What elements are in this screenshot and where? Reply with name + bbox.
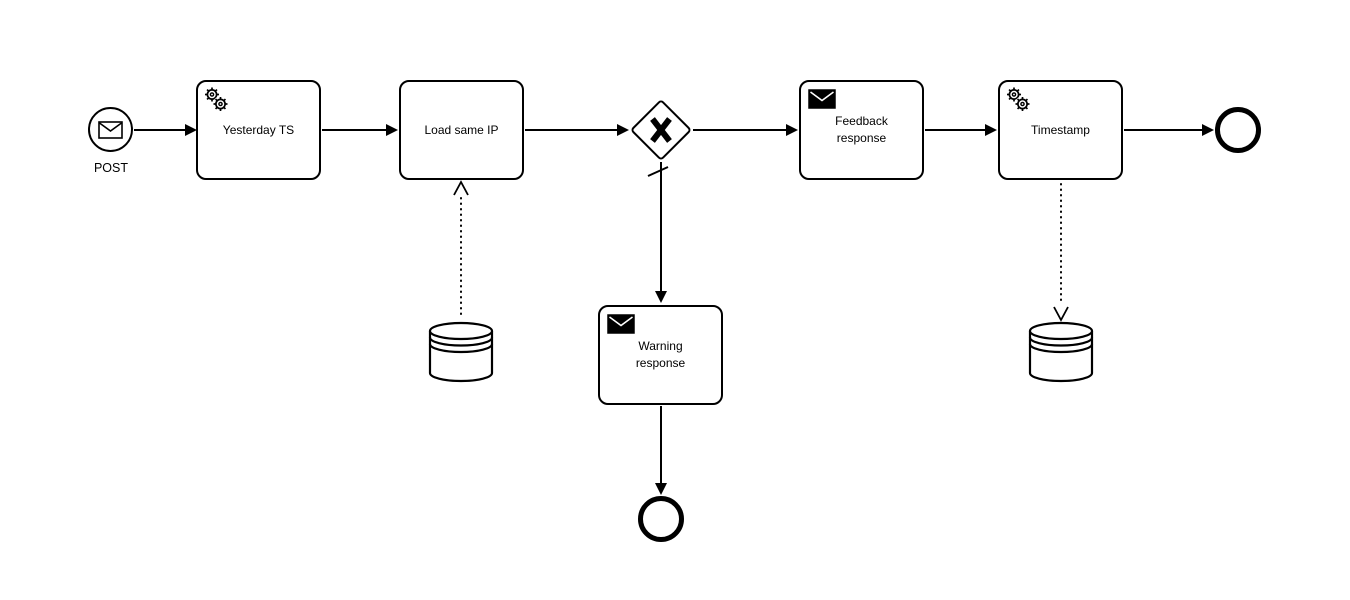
open-arrowhead-icon xyxy=(453,180,469,196)
association-timestamp-to-datastore[interactable] xyxy=(1053,183,1069,322)
flow-warning-response-to-end[interactable] xyxy=(655,406,667,495)
task-label: Yesterday TS xyxy=(222,122,295,137)
end-event-main[interactable] xyxy=(1215,107,1261,153)
task-yesterday-ts[interactable]: Yesterday TS xyxy=(196,80,321,180)
arrowhead-icon xyxy=(655,291,667,303)
start-event-label: POST xyxy=(93,161,129,175)
default-flow-slash xyxy=(647,166,669,177)
arrowhead-icon xyxy=(786,124,798,136)
send-envelope-icon xyxy=(607,314,635,334)
datastore-right[interactable] xyxy=(1028,321,1094,383)
flow-gateway-to-warning-response[interactable] xyxy=(647,162,669,303)
arrowhead-icon xyxy=(985,124,997,136)
task-load-same-ip[interactable]: Load same IP xyxy=(399,80,524,180)
task-feedback-response[interactable]: Feedback response xyxy=(799,80,924,180)
service-gears-icon xyxy=(1005,86,1032,113)
datastore-left[interactable] xyxy=(428,321,494,383)
arrowhead-icon xyxy=(655,483,667,495)
flow-gateway-to-feedback-response[interactable] xyxy=(693,124,798,136)
flow-timestamp-to-end[interactable] xyxy=(1124,124,1214,136)
open-arrowhead-icon xyxy=(1053,306,1069,322)
flow-post-to-yesterday-ts[interactable] xyxy=(134,124,197,136)
task-warning-response[interactable]: Warning response xyxy=(598,305,723,405)
xor-x-marker-icon xyxy=(650,117,672,143)
start-event-post[interactable] xyxy=(88,107,133,152)
arrowhead-icon xyxy=(617,124,629,136)
flow-yesterday-ts-to-load-same-ip[interactable] xyxy=(322,124,398,136)
task-label: Timestamp xyxy=(1031,122,1090,137)
association-datastore-to-load-same-ip[interactable] xyxy=(453,180,469,320)
service-gears-icon xyxy=(203,86,230,113)
flow-load-same-ip-to-gateway[interactable] xyxy=(525,124,629,136)
message-envelope-icon xyxy=(98,120,123,139)
task-timestamp[interactable]: Timestamp xyxy=(998,80,1123,180)
send-envelope-icon xyxy=(808,89,836,109)
end-event-warning[interactable] xyxy=(638,496,684,542)
flow-feedback-response-to-timestamp[interactable] xyxy=(925,124,997,136)
task-label: Load same IP xyxy=(424,122,499,137)
exclusive-gateway[interactable] xyxy=(629,98,693,162)
task-label: Warning response xyxy=(635,339,686,370)
task-label: Feedback response xyxy=(835,114,888,145)
arrowhead-icon xyxy=(185,124,197,136)
arrowhead-icon xyxy=(1202,124,1214,136)
arrowhead-icon xyxy=(386,124,398,136)
